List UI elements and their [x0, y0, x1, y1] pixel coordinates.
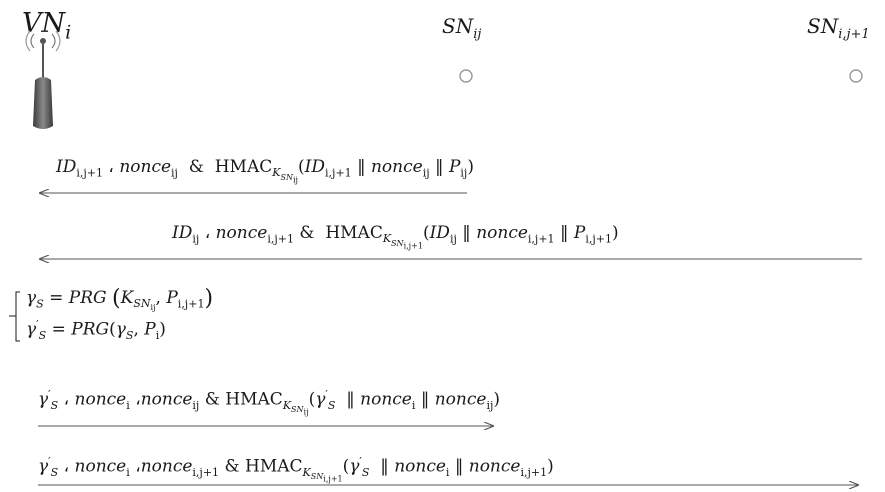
- equation-gamma-s: γS = PRG (KSNij, Pi,j+1): [26, 286, 214, 313]
- message-1-label: IDi,j+1 ، nonceij & HMACKSNij(IDi,j+1 ‖ …: [56, 157, 474, 185]
- sensor-node-ij1-icon: [849, 69, 863, 83]
- message-2-label: IDij ، noncei,j+1 & HMACKSNi,j+1(IDij ‖ …: [172, 223, 619, 251]
- message-3-label: γ′S ، noncei ،nonceij & HMACKSNij(γ′S ‖ …: [38, 388, 501, 417]
- entity-sn-ij: SNij: [442, 14, 482, 42]
- computation-brace: [9, 291, 20, 342]
- equation-gamma-s-prime: γ′S = PRG(γS, Pi): [26, 318, 166, 343]
- sensor-node-ij-icon: [459, 69, 473, 83]
- message-4-label: γ′S ، noncei ،noncei,j+1 & HMACKSNi,j+1(…: [38, 455, 554, 484]
- entity-vn: VNi: [22, 8, 72, 44]
- entity-sn-ij1: SNi,j+1: [807, 14, 870, 42]
- antenna-icon: [25, 30, 61, 129]
